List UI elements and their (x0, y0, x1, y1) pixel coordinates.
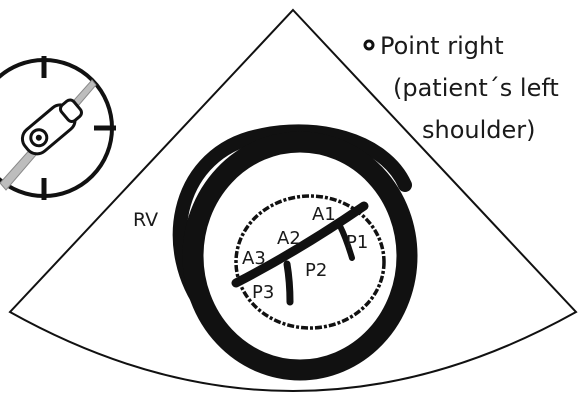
label-p2: P2 (305, 260, 327, 281)
ultrasound-sector (10, 10, 576, 391)
label-a3: A3 (242, 248, 266, 269)
label-a1: A1 (312, 204, 336, 225)
instruction-line-2: (patient´s left (393, 74, 559, 102)
transducer-probe-icon (0, 56, 116, 200)
orientation-marker-icon (365, 41, 373, 49)
label-p1: P1 (346, 232, 368, 253)
label-rv: RV (133, 209, 158, 231)
instruction-line-3: shoulder) (422, 116, 536, 144)
label-p3: P3 (252, 282, 274, 303)
instruction-line-1: Point right (380, 32, 504, 60)
label-a2: A2 (277, 228, 301, 249)
